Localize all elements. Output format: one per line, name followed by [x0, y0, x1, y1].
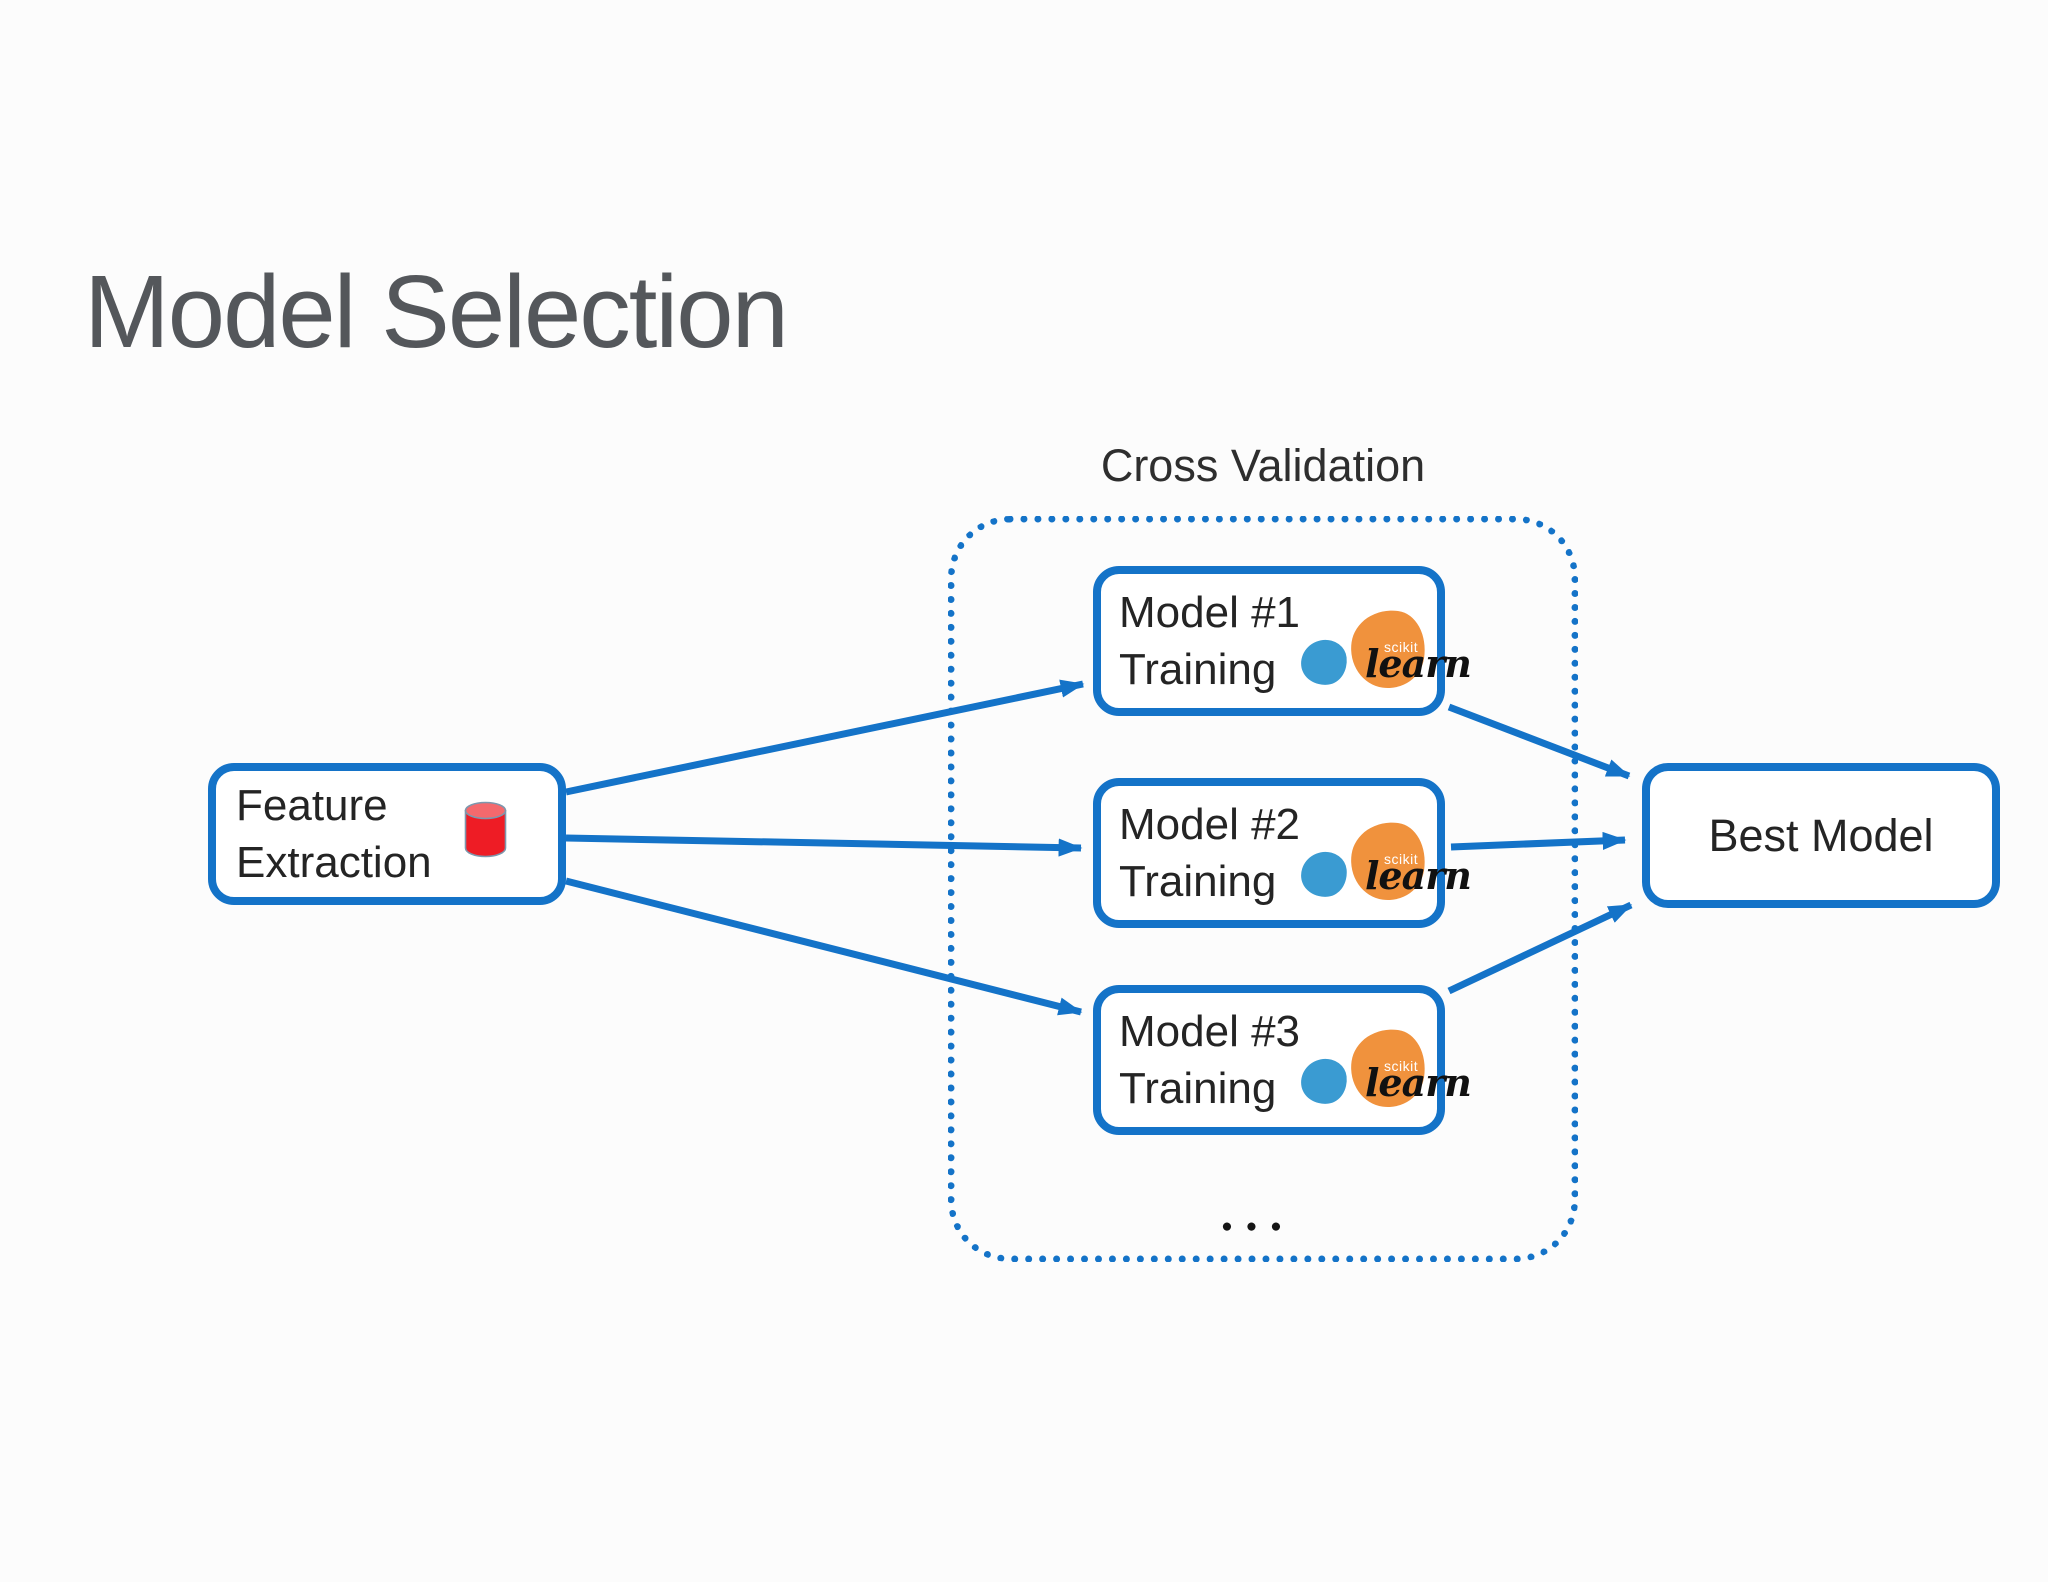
sklearn-scikit-text: scikit: [1384, 851, 1419, 867]
sklearn-learn-text: learn: [1365, 1060, 1472, 1105]
feature-extraction-node: Feature Extraction: [208, 763, 566, 905]
more-models-ellipsis: ●●●: [1221, 1216, 1295, 1237]
sklearn-scikit-text: scikit: [1384, 1058, 1419, 1074]
cross-validation-container: [948, 516, 1578, 1262]
database-icon: [464, 801, 507, 858]
model-3-line1: Model #3: [1119, 1007, 1301, 1056]
model-2-label: Model #2 Training: [1101, 796, 1437, 910]
model-2-line1: Model #2: [1119, 800, 1301, 849]
sklearn-scikit-text: scikit: [1384, 639, 1419, 655]
model-3-node: Model #3 Training scikit learn: [1093, 985, 1472, 1135]
model-2-line2: Training: [1119, 857, 1277, 906]
feature-extraction-line2: Extraction: [236, 838, 432, 887]
feature-extraction-label: Feature Extraction: [216, 777, 558, 891]
best-model-node: Best Model: [1642, 763, 2000, 908]
sklearn-learn-text: learn: [1365, 853, 1472, 898]
model-3-label: Model #3 Training: [1101, 1003, 1437, 1117]
feature-extraction-line1: Feature: [236, 781, 388, 830]
model-1-line1: Model #1: [1119, 588, 1301, 637]
slide-title: Model Selection: [84, 254, 789, 369]
model-1-node: Model #1 Training scikit learn: [1093, 566, 1472, 716]
model-3-line2: Training: [1119, 1064, 1277, 1113]
model-1-label: Model #1 Training: [1101, 584, 1437, 698]
sklearn-learn-text: learn: [1365, 641, 1472, 686]
cross-validation-label: Cross Validation: [1100, 440, 1426, 491]
model-1-line2: Training: [1119, 645, 1277, 694]
model-2-node: Model #2 Training scikit learn: [1093, 778, 1472, 928]
best-model-label: Best Model: [1708, 810, 1934, 861]
